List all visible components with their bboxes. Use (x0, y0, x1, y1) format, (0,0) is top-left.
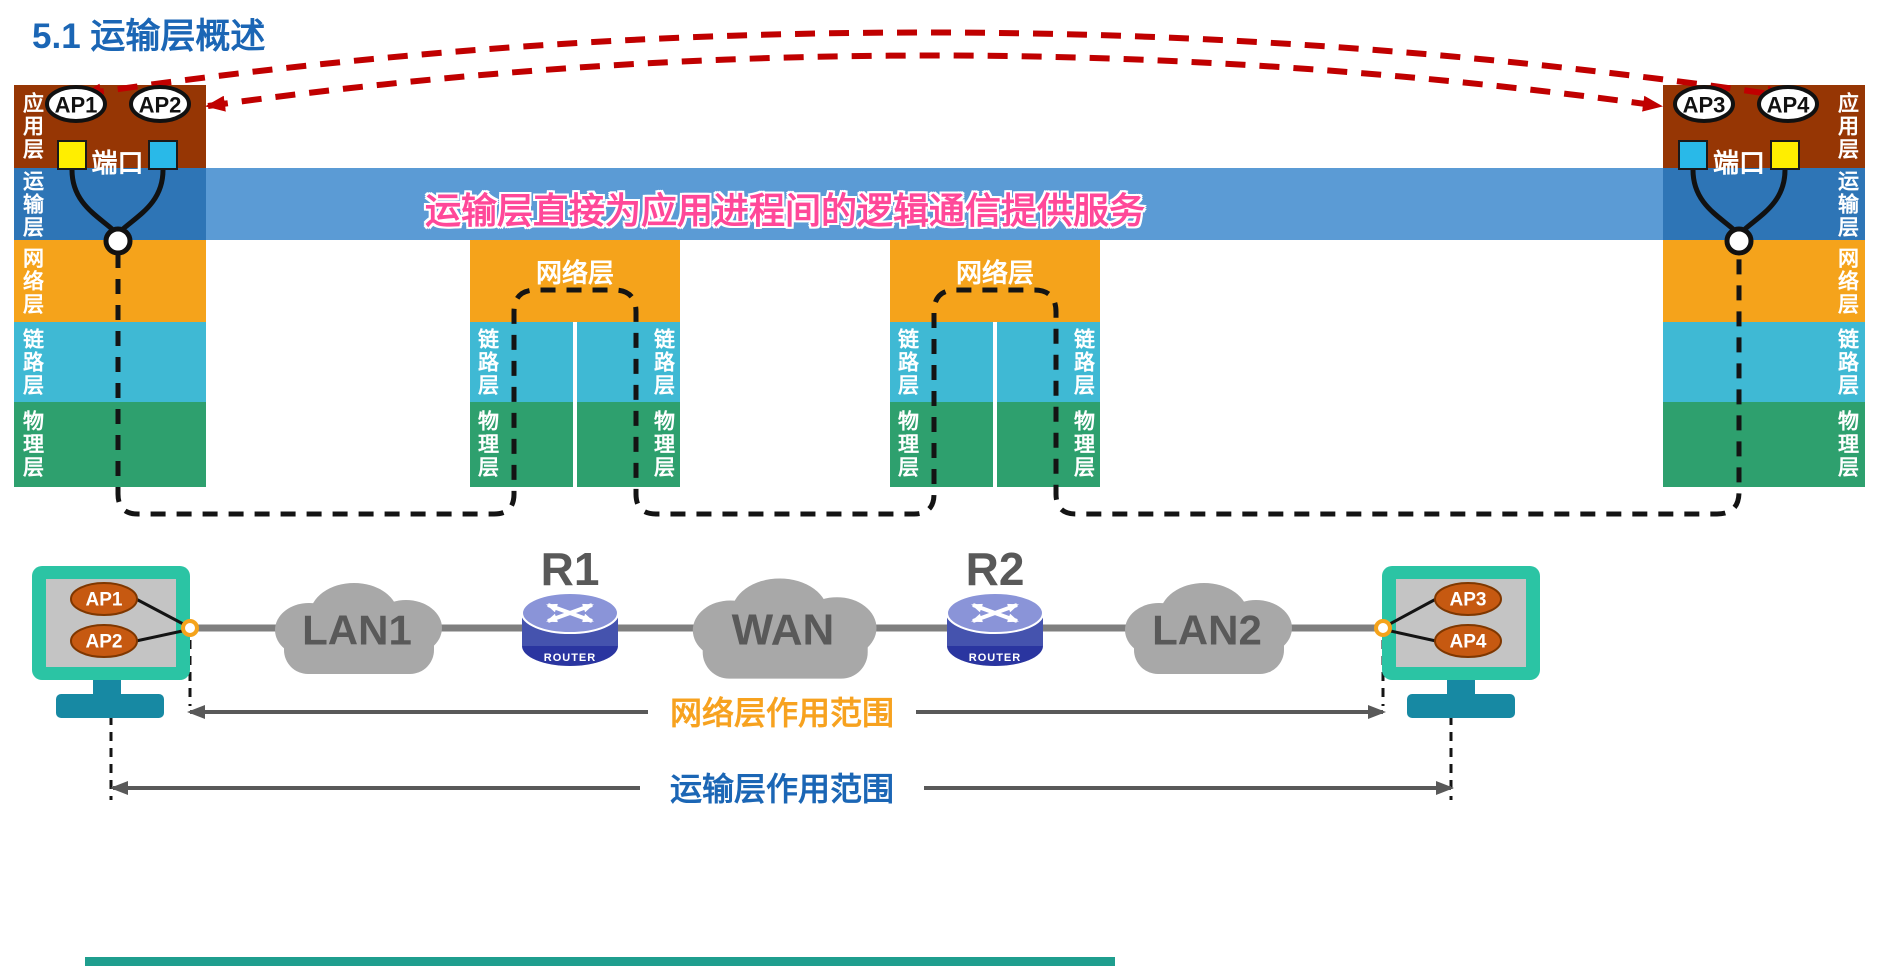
router-stack-2: 网络层 链路层 链路层 物理层 物理层 (890, 240, 1100, 487)
network-scope-label: 网络层作用范围 (670, 695, 894, 731)
ap4-process-label: AP4 (1450, 632, 1487, 653)
transport-band (206, 168, 1663, 240)
port-funnel-left-a (69, 169, 114, 231)
ap1-label: AP1 (55, 93, 98, 118)
layer-label-network: 网络层 (955, 258, 1034, 288)
layer-transport-right: 运输层 (1663, 168, 1865, 240)
wan-label: WAN (732, 606, 835, 655)
ap3-node: AP3 (1673, 85, 1735, 123)
layer-label-physical: 物理层 (475, 410, 499, 479)
ap3-port-wire (1385, 597, 1437, 628)
port-label-left: 端口 (91, 148, 144, 178)
ap3-oval (1673, 85, 1735, 123)
layer-label-physical: 物理层 (1071, 410, 1095, 479)
layer-label-physical: 物理层 (651, 410, 675, 479)
ap3-label: AP3 (1683, 93, 1726, 118)
layer-label-transport: 运输层 (1835, 169, 1859, 239)
ap2-port-wire (135, 628, 188, 643)
monitor-stand-neck-left (93, 680, 121, 696)
host-right-computer: AP3 AP4 (1374, 566, 1540, 718)
page-title: 5.1 运输层概述 (32, 17, 266, 56)
port-connector-left (181, 619, 199, 637)
ap4-process-oval (1434, 624, 1502, 658)
host-stack-right: 应用层 运输层 网络层 链路层 物理层 (1663, 85, 1865, 487)
ap2-label: AP2 (139, 93, 182, 118)
transport-scope-label: 运输层作用范围 (670, 771, 894, 807)
layer-label-application: 应用层 (20, 92, 44, 161)
ap2-process-label: AP2 (86, 632, 123, 653)
layer-label-link: 链路层 (1071, 327, 1095, 397)
port-square-yellow-right (1770, 140, 1800, 170)
ap3-process-oval (1434, 582, 1502, 616)
lan1-label: LAN1 (302, 607, 412, 654)
layer-label-physical: 物理层 (895, 410, 919, 479)
router-r2-arrows-b (971, 603, 1019, 623)
layer-label-transport: 运输层 (20, 169, 44, 239)
router-r2-label: R2 (966, 543, 1025, 595)
ap1-oval (45, 85, 107, 123)
ap2-process-oval (70, 624, 138, 658)
layer-label-physical: 物理层 (1835, 410, 1859, 479)
layer-label-application: 应用层 (1835, 92, 1859, 161)
port-square-cyan-left (148, 140, 178, 170)
layer-label-link: 链路层 (1835, 327, 1859, 397)
port-connector-right (1374, 619, 1392, 637)
monitor-stand-base-right (1407, 694, 1515, 718)
transport-junction-right (1724, 226, 1754, 256)
layer-label-link: 链路层 (475, 327, 499, 397)
monitor-stand-neck-right (1447, 680, 1475, 696)
router-r1-label: R1 (541, 543, 600, 595)
host-left-computer: AP1 AP2 (32, 566, 199, 718)
ap1-node: AP1 (45, 85, 107, 123)
ap2-node: AP2 (129, 85, 191, 123)
router-r2-icon: ROUTER (946, 592, 1044, 666)
ap4-node: AP4 (1757, 85, 1819, 123)
router2-interface-divider (993, 322, 997, 487)
layer-link-left: 链路层 (14, 322, 206, 402)
port-funnel-right-a (1690, 169, 1735, 231)
layer-label-network: 网络层 (535, 258, 614, 288)
layer-label-network: 网络层 (20, 246, 44, 316)
ap1-port-wire (135, 597, 188, 628)
layer-label-link: 链路层 (20, 327, 44, 397)
port-square-yellow-left (57, 140, 87, 170)
monitor-stand-base-left (56, 694, 164, 718)
layer-link-right: 链路层 (1663, 322, 1865, 402)
ap2-oval (129, 85, 191, 123)
router-r1-badge: ROUTER (544, 652, 596, 664)
logical-communication-arrow-lower (205, 52, 1663, 112)
layer-label-link: 链路层 (651, 327, 675, 397)
port-funnel-left-b (121, 169, 166, 231)
ap4-oval (1757, 85, 1819, 123)
banner-text: 运输层直接为应用进程间的逻辑通信提供服务 (424, 190, 1145, 231)
layer-physical-left: 物理层 (14, 402, 206, 487)
bottom-accent-line (85, 957, 1115, 966)
ap1-process-oval (70, 582, 138, 616)
ap4-label: AP4 (1767, 93, 1811, 118)
transport-junction-left (103, 226, 133, 256)
port-funnel-right-b (1743, 169, 1788, 231)
lan2-label: LAN2 (1152, 607, 1262, 654)
layer-label-physical: 物理层 (20, 410, 44, 479)
ap4-port-wire (1385, 628, 1437, 643)
layer-label-network: 网络层 (1835, 246, 1859, 316)
router-r2-badge: ROUTER (969, 652, 1021, 664)
ap1-process-label: AP1 (86, 590, 123, 611)
logical-communication-arrow-upper (81, 29, 1787, 102)
layer-network-left: 网络层 (14, 240, 206, 322)
layer-physical-right: 物理层 (1663, 402, 1865, 487)
router-r1-arrows-b (546, 603, 594, 623)
logical-path-network-level (115, 253, 1742, 517)
router-r1-icon: ROUTER (521, 592, 619, 666)
port-label-right: 端口 (1712, 148, 1765, 178)
router2-network-band: 网络层 (890, 240, 1100, 322)
layer-network-right: 网络层 (1663, 240, 1865, 322)
ap3-process-label: AP3 (1450, 590, 1487, 611)
router1-network-band: 网络层 (470, 240, 680, 322)
router-stack-1: 网络层 链路层 链路层 物理层 物理层 (470, 240, 680, 487)
router1-interface-divider (573, 322, 577, 487)
port-square-cyan-right (1678, 140, 1708, 170)
layer-label-link: 链路层 (895, 327, 919, 397)
